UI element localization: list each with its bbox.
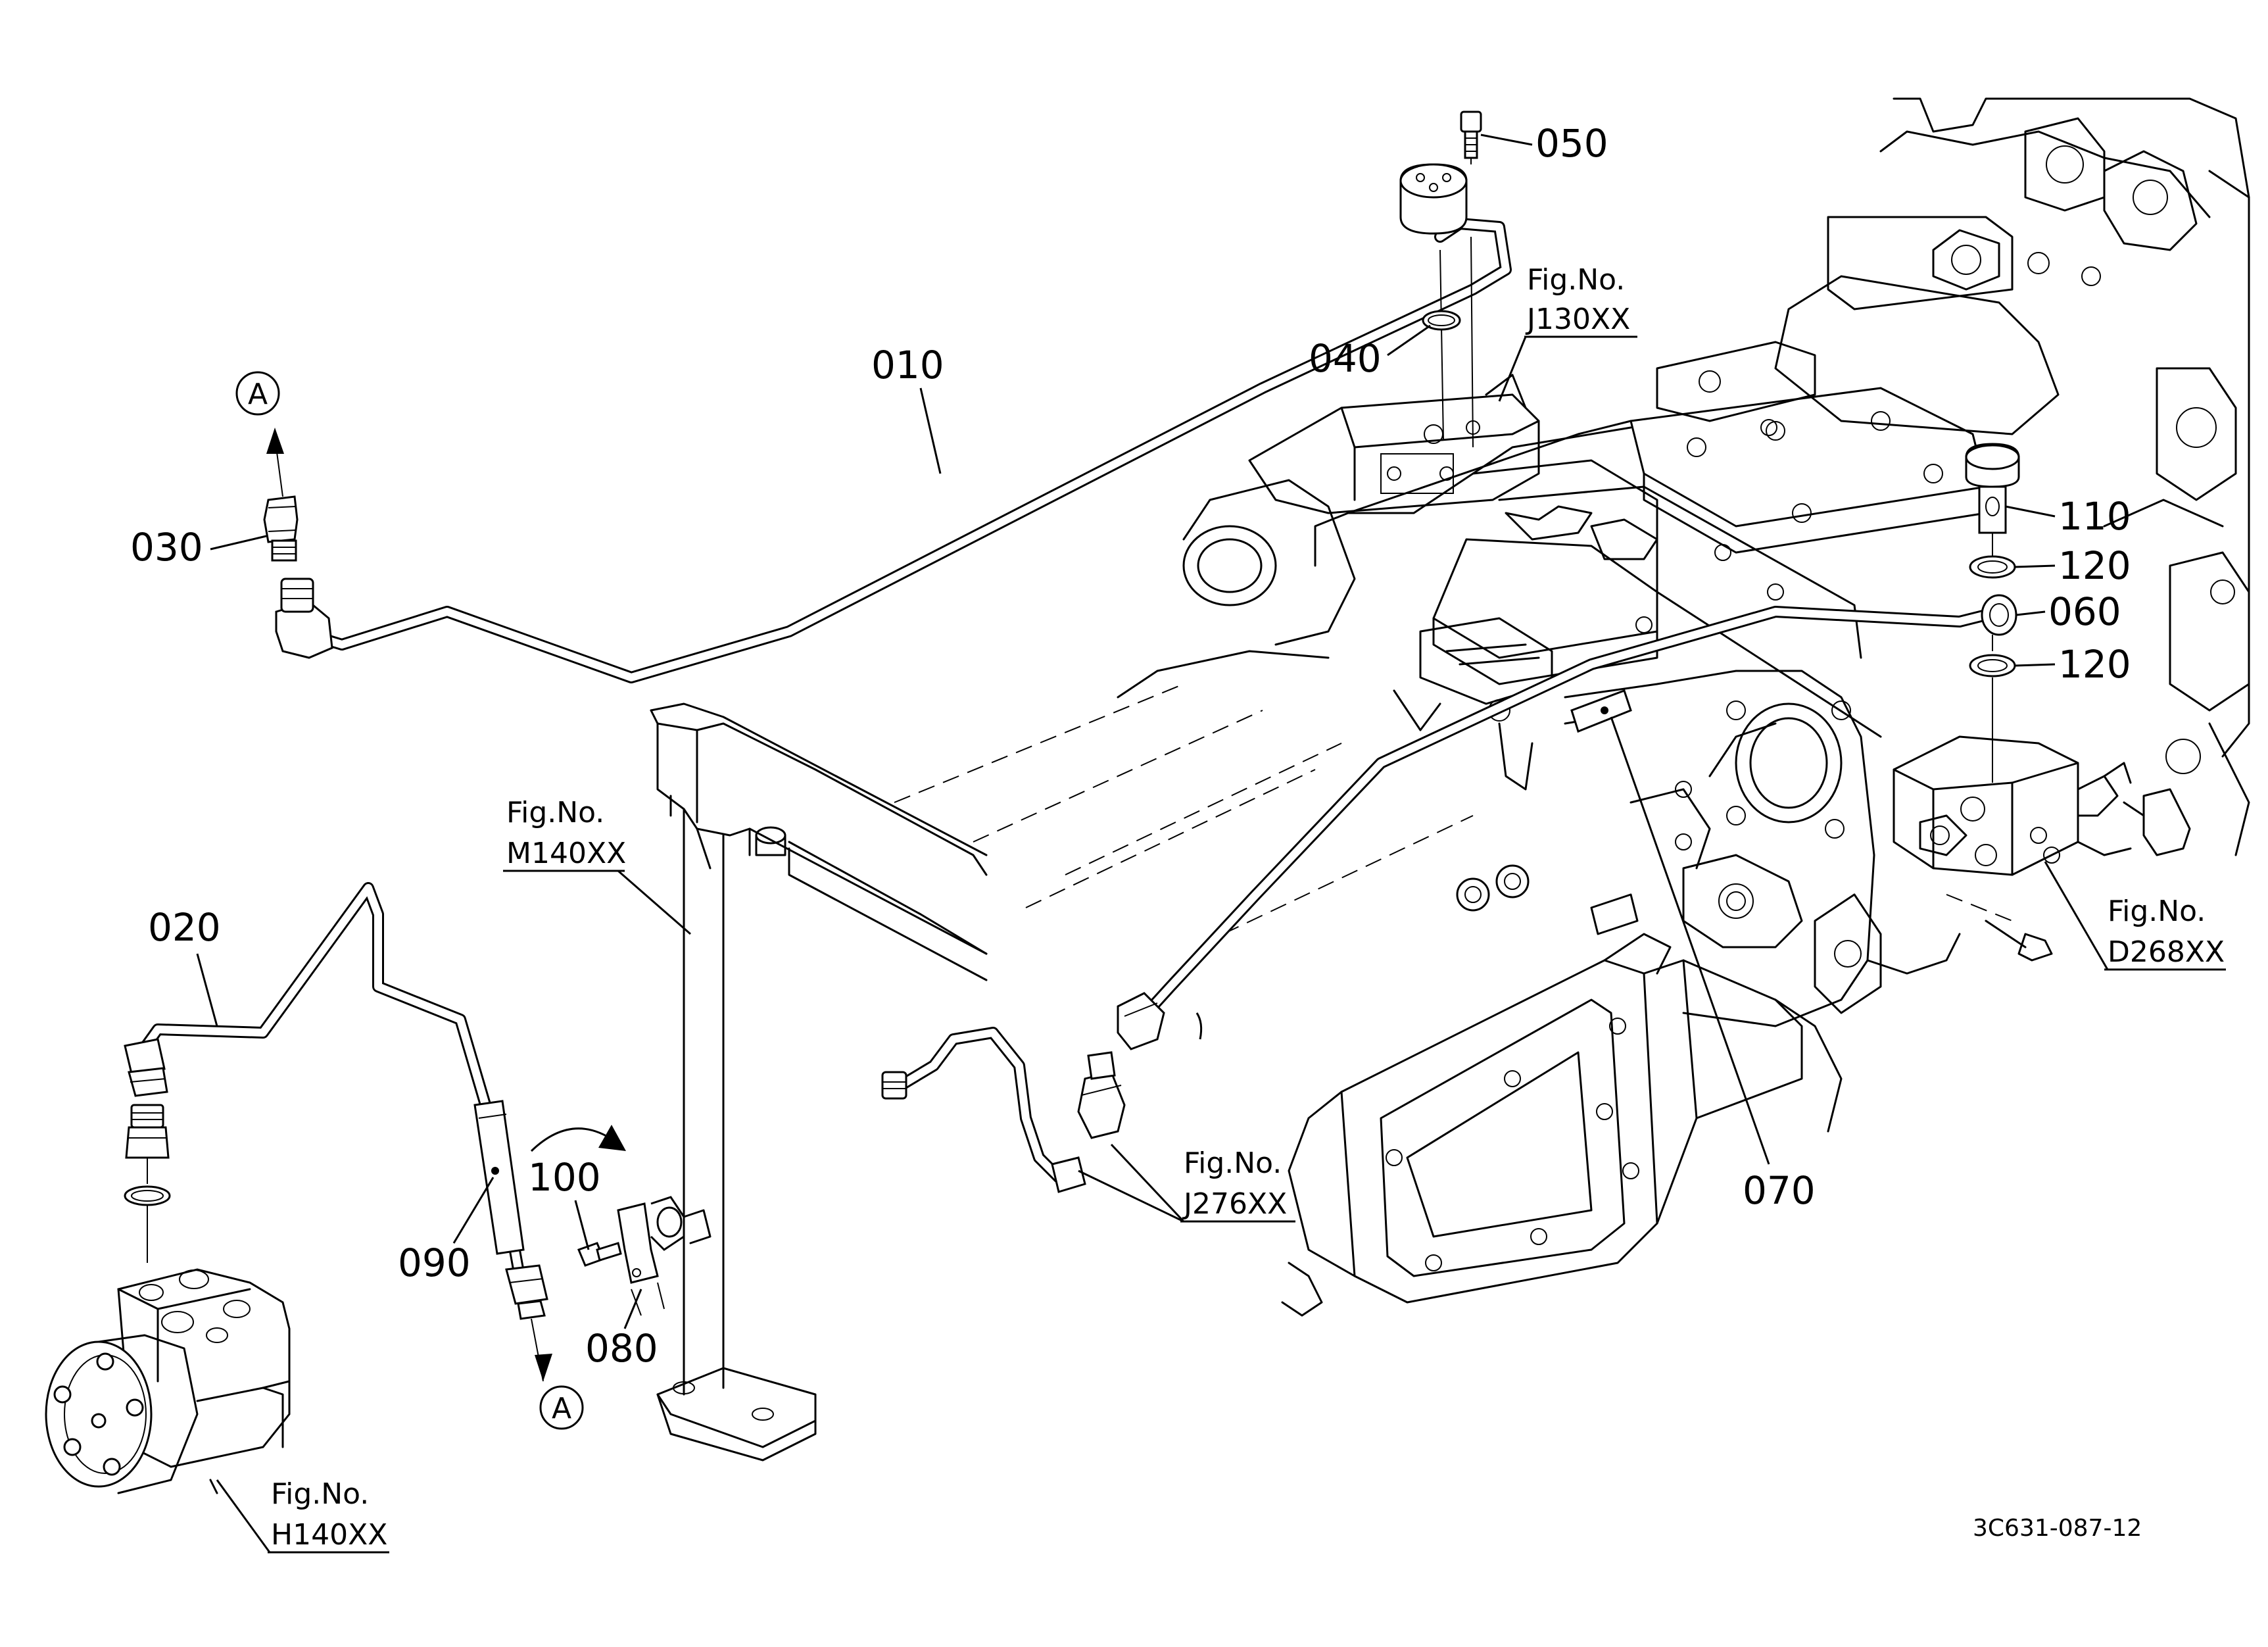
part-labels: 010 020 030 040 050 060 070 080 090 100 … [130, 121, 2131, 1371]
fig-ref-d268: Fig.No. D268XX [2044, 861, 2226, 971]
marker-a-top: A [235, 371, 280, 416]
flange-block-and-bolt [1399, 111, 1482, 448]
fig-ref-m140: Fig.No. M140XX [503, 796, 691, 935]
label-110: 110 [2058, 494, 2131, 539]
label-120-upper: 120 [2058, 543, 2131, 588]
support-frame [650, 702, 988, 1462]
fig-ref-m140-code: M140XX [506, 837, 626, 870]
fig-ref-h140-prefix: Fig.No. [271, 1477, 369, 1511]
fig-ref-j130: Fig.No. J130XX [1498, 263, 1637, 402]
pipe-010 [275, 218, 1512, 683]
fig-ref-m140-prefix: Fig.No. [506, 796, 604, 829]
fig-ref-h140: Fig.No. H140XX [216, 1477, 389, 1554]
fig-ref-j276-code: J276XX [1182, 1187, 1287, 1221]
banjo-bolt-and-washers [1965, 443, 2020, 783]
label-080: 080 [585, 1326, 658, 1371]
label-010: 010 [871, 343, 944, 387]
label-030: 030 [130, 525, 203, 570]
label-090: 090 [398, 1241, 471, 1285]
fig-ref-j276: Fig.No. J276XX [1078, 1143, 1295, 1223]
pipe-j276 [881, 1012, 1203, 1193]
fitting-030 [263, 428, 299, 562]
label-040: 040 [1309, 336, 1382, 381]
fig-ref-h140-code: H140XX [271, 1518, 387, 1552]
marker-a-top-label: A [248, 378, 268, 411]
marker-a-bottom: A [539, 1385, 584, 1430]
label-070: 070 [1743, 1168, 1816, 1213]
fig-ref-j130-prefix: Fig.No. [1527, 263, 1625, 297]
fig-ref-j276-prefix: Fig.No. [1184, 1146, 1282, 1180]
label-050: 050 [1535, 121, 1608, 166]
clamp-080 [530, 1125, 712, 1316]
marker-a-bottom-label: A [552, 1392, 571, 1425]
fig-ref-d268-prefix: Fig.No. [2108, 895, 2206, 928]
fig-ref-d268-code: D268XX [2108, 935, 2225, 969]
pipe-070 [1117, 594, 2017, 1050]
label-100: 100 [528, 1155, 601, 1200]
fig-ref-j130-code: J130XX [1525, 303, 1630, 336]
pipe-020 [124, 882, 552, 1382]
diagram-code: 3C631-087-12 [1973, 1515, 2142, 1542]
label-120-lower: 120 [2058, 642, 2131, 687]
label-020: 020 [148, 905, 221, 950]
steering-unit [45, 1268, 291, 1494]
adapter-and-oring [124, 1104, 171, 1263]
label-060: 060 [2048, 589, 2121, 634]
